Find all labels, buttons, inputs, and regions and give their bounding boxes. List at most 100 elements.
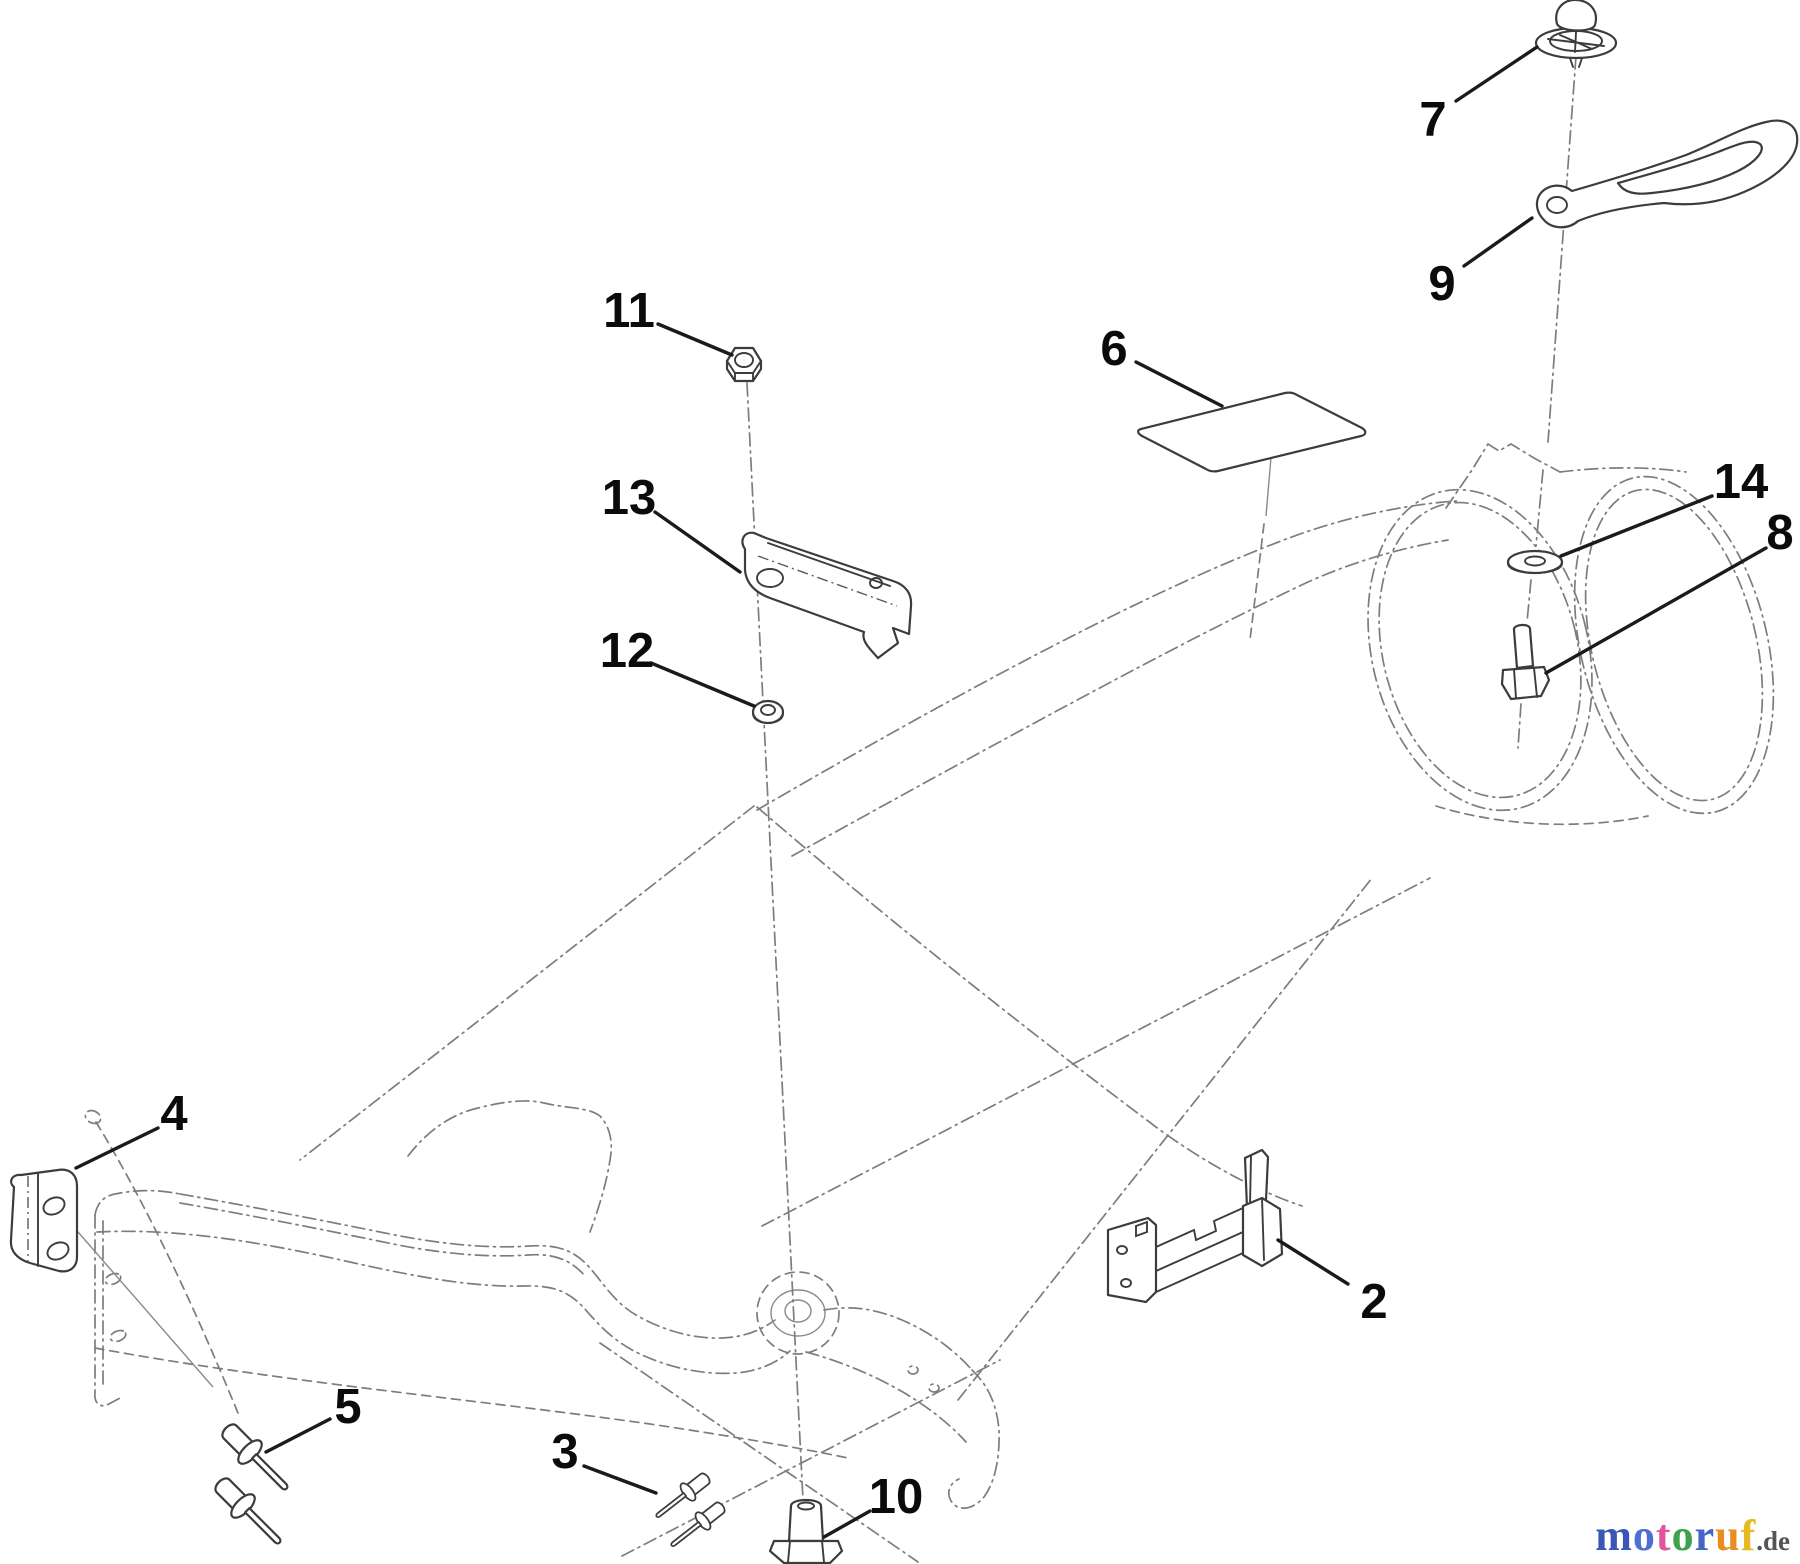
callout-12: 12 [600,624,756,708]
part-10-hex-bolt [768,1498,844,1564]
band-upper-right [823,1307,973,1371]
flange-corner [948,1369,1000,1509]
fin-left-edge [299,805,755,1161]
callout-8-number: 8 [1766,506,1793,560]
callout-12-leader [649,661,756,708]
part-13-hook-bracket [741,531,913,660]
tube-top-connector [1559,467,1687,473]
callout-13: 13 [602,471,742,574]
tube-phantom-outline [1367,442,1775,826]
pushpin-slots [1547,31,1605,53]
tube-front-rim [1367,488,1593,812]
tube-front-rim-inner [1378,501,1582,799]
latch-plate-hole-1 [1116,1245,1128,1255]
callouts: 2 3 4 5 6 7 8 9 [74,45,1794,1539]
callout-3-number: 3 [551,1425,578,1479]
housing-left-edge [94,1214,121,1407]
callout-11-number: 11 [603,284,655,338]
housing-hole-top [84,1109,102,1125]
nut-top-hole [734,352,754,368]
callout-10-number: 10 [869,1470,924,1524]
nut-facets [726,360,762,382]
watermark-letter: o [1632,1511,1656,1560]
bolt10-shank [787,1498,825,1543]
decal-outline [1137,391,1367,473]
handle-arm-slot [1616,140,1763,195]
bracket13-hole [756,568,784,588]
callout-13-leader [653,510,742,574]
part-7-push-pin [1534,0,1618,68]
callout-6: 6 [1100,322,1224,408]
chute-top-diagonal-2 [791,539,1449,857]
bracket13-small-hole [869,577,883,589]
washer14-hole [1524,555,1546,567]
part-4-bracket [9,1168,79,1273]
axis-rivets-bottom [621,1359,1001,1557]
bolt10-head [768,1539,844,1564]
callout-9-number: 9 [1428,257,1455,311]
watermark-letter: u [1715,1511,1741,1560]
callout-13-number: 13 [602,471,657,525]
bolt8-shank [1512,623,1535,670]
part-6-decal [1137,391,1367,473]
axis-rivets-left [95,1121,241,1419]
part-12-washer [751,699,785,725]
latch-bar-mid [1155,1231,1244,1272]
pushpin-cap [1555,0,1598,32]
housing-hole-lower-left [109,1329,127,1343]
pushpin-shank [1569,57,1583,68]
callout-2: 2 [1276,1238,1388,1329]
part-8-hex-bolt [1500,623,1551,701]
tube-back-rim [1573,475,1775,815]
bottom-contour [94,1347,849,1459]
watermark-letter: f [1740,1511,1757,1560]
part-3-rivets [655,1472,726,1547]
callout-5-leader [264,1417,332,1454]
callout-4: 4 [74,1087,188,1170]
callout-11-leader [656,322,734,357]
latch-tab-edge [1249,1155,1252,1206]
axis-pushpin-mid [1517,469,1544,749]
latch-bar-bottom [1155,1252,1244,1293]
callout-14-number: 14 [1714,455,1769,509]
part-5-rivets [214,1423,289,1545]
watermark-letter: t [1655,1511,1672,1560]
rivet5b-pin [244,1507,282,1545]
callout-7: 7 [1419,45,1539,147]
band-upper-edge [179,1193,776,1339]
chute-lower-diagonal [761,877,1431,1227]
callout-6-leader [1134,360,1224,408]
hub-outer-dashed [756,1271,840,1355]
band-lower-right [805,1351,967,1443]
latch-plate-slot [1135,1220,1148,1238]
flange-hole-2 [928,1383,940,1393]
band-upper-edge-inner [179,1202,587,1278]
bolt10-head-facets [787,1540,825,1563]
callout-2-number: 2 [1360,1275,1387,1329]
callout-8: 8 [1544,506,1794,675]
callout-7-leader [1454,45,1539,103]
callout-8-leader [1544,546,1768,675]
watermark-tld: .de [1756,1526,1790,1556]
callout-14-leader [1559,494,1714,558]
part-9-handle [1535,119,1799,229]
bolt8-head [1500,665,1551,701]
bolt10-top-hole [797,1501,815,1511]
callout-11: 11 [603,284,734,357]
callout-4-number: 4 [160,1087,187,1141]
bracket13-outline [741,531,913,660]
callout-2-leader [1276,1238,1350,1286]
callout-7-number: 7 [1419,93,1446,147]
tube-back-rim-inner [1584,488,1764,802]
handle-eyelet-hole [1546,196,1568,214]
watermark-letter: o [1671,1511,1695,1560]
bracket13-top-edge [767,542,891,587]
callout-4-leader [74,1126,160,1170]
latch-plate [1106,1216,1158,1304]
tube-bottom-connector [1435,805,1649,826]
bracket13-bend-line [757,555,898,607]
hub-hole [784,1299,812,1323]
fin-right-edge [756,806,1303,1207]
